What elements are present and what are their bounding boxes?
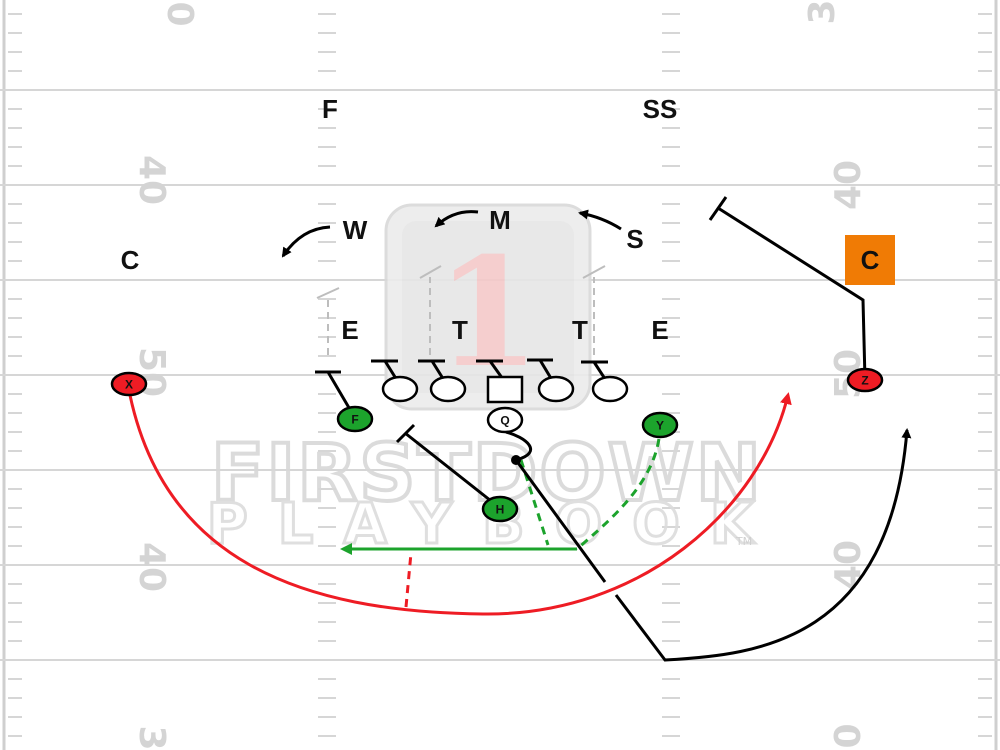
watermark-trademark: TM xyxy=(735,535,752,548)
watermark-logo-number: 1 xyxy=(436,225,540,401)
defender-left-end: E xyxy=(341,315,358,345)
svg-text:Z: Z xyxy=(861,374,868,388)
svg-text:F: F xyxy=(351,413,358,427)
player-f: F xyxy=(336,405,374,433)
left-tackle xyxy=(381,375,419,403)
yard-number-left-top: 0 xyxy=(159,1,200,26)
defender-left-tackle: T xyxy=(452,315,468,345)
q-path xyxy=(505,430,533,462)
defender-strong-safety: SS xyxy=(643,94,678,124)
defender-right-corner: C xyxy=(861,245,880,275)
defender-mike: M xyxy=(489,205,511,235)
yard-number-left-40-lower: 40 xyxy=(131,542,172,592)
defense: F SS W M S C C E T T E xyxy=(121,94,895,345)
watermark-brand-line2: PLAYBOOK xyxy=(207,492,784,557)
center xyxy=(486,375,524,404)
yard-number-right-top: 3 xyxy=(802,0,843,25)
z-route xyxy=(717,206,867,381)
yard-number-right-40-upper: 40 xyxy=(828,160,869,210)
right-tackle xyxy=(591,375,629,403)
defender-left-corner: C xyxy=(121,245,140,275)
mike-drop-arrow xyxy=(434,210,479,228)
defender-free-safety: F xyxy=(322,94,338,124)
q-path-diag xyxy=(514,459,607,583)
yard-numbers: 0 40 50 40 3 3 40 50 40 0 xyxy=(131,0,869,750)
player-x: X xyxy=(110,371,148,397)
z-route-tbar xyxy=(708,196,728,221)
svg-text:X: X xyxy=(125,378,133,392)
player-h: H xyxy=(481,495,519,523)
yard-number-left-40-upper: 40 xyxy=(131,155,172,205)
skill-players: X Z F Y Q H xyxy=(110,367,884,523)
routes xyxy=(126,196,912,662)
svg-text:Q: Q xyxy=(500,414,509,428)
defender-right-end: E xyxy=(651,315,668,345)
x-route xyxy=(126,384,792,616)
x-route-dash xyxy=(404,552,413,608)
sam-drop-arrow xyxy=(578,209,622,231)
yard-number-right-40-lower: 40 xyxy=(828,540,869,590)
left-guard xyxy=(429,375,467,403)
svg-text:Y: Y xyxy=(656,419,664,433)
h-block xyxy=(404,431,501,510)
q-path-lower xyxy=(614,428,912,662)
yard-number-left-bottom: 3 xyxy=(131,725,172,750)
defender-right-corner-highlight xyxy=(845,235,895,285)
will-drop-arrow xyxy=(281,225,331,258)
offensive-line xyxy=(381,375,629,404)
watermark: 1 FIRSTDOWN PLAYBOOK TM xyxy=(205,203,784,559)
yard-number-right-bottom: 0 xyxy=(828,723,869,748)
defender-right-tackle: T xyxy=(572,315,588,345)
player-z: Z xyxy=(846,367,884,393)
right-guard xyxy=(537,375,575,403)
svg-text:H: H xyxy=(496,503,505,517)
defender-sam: S xyxy=(626,224,643,254)
defender-drops xyxy=(316,265,606,355)
y-route xyxy=(576,424,662,551)
player-y: Y xyxy=(641,411,679,439)
h-block-tbar xyxy=(395,423,416,444)
defender-will: W xyxy=(343,215,368,245)
player-q: Q xyxy=(486,406,524,434)
